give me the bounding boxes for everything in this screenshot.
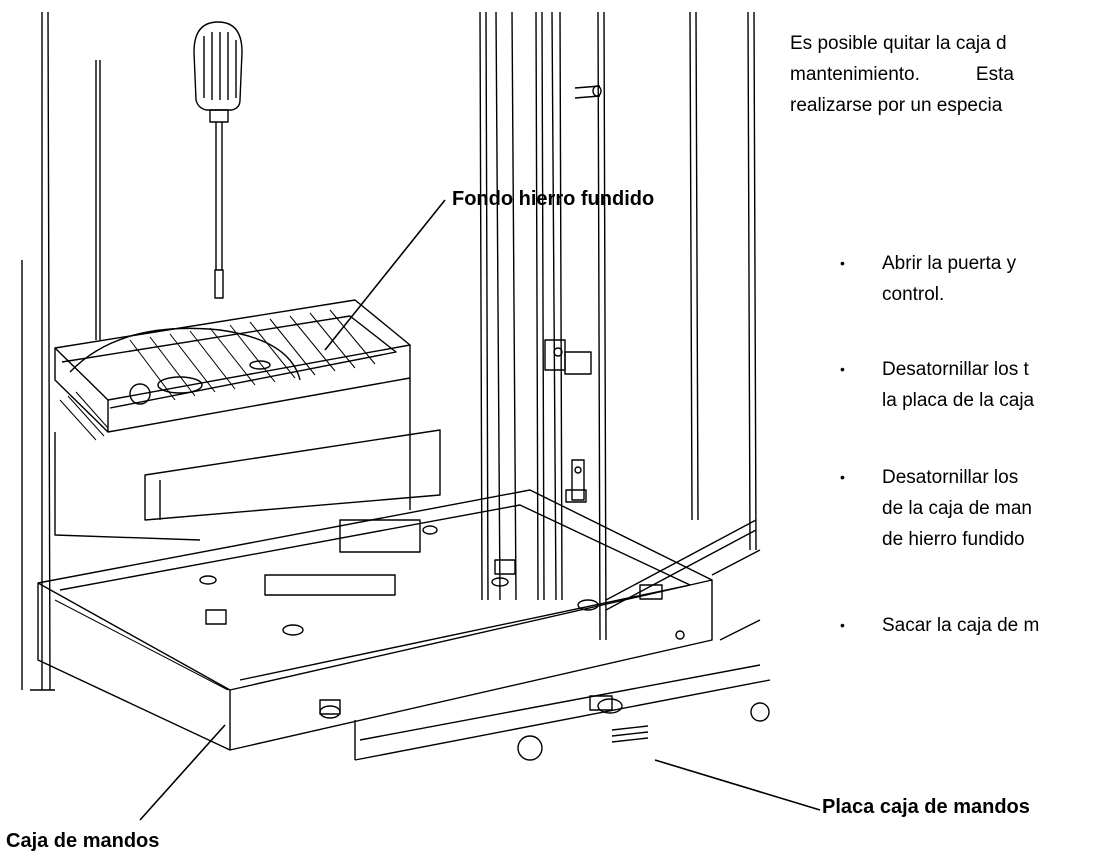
leader-caja (139, 724, 226, 821)
bullet: • (840, 361, 845, 377)
step-line: Desatornillar los t (882, 359, 1029, 380)
leader-fondo (324, 199, 446, 351)
bullet: • (840, 617, 845, 633)
step-line: Sacar la caja de m (882, 615, 1040, 636)
intro-line-2: mantenimiento. Esta (790, 59, 1106, 90)
cast-iron-bottom (54, 299, 411, 441)
step-line: la placa de la caja (882, 390, 1035, 411)
callout-cast-iron-bottom: Fondo hierro fundido (452, 188, 655, 210)
bullet: • (840, 255, 845, 271)
bullet: • (840, 469, 845, 485)
cabinet-right-wall (479, 11, 757, 641)
control-box-plate (354, 664, 771, 761)
control-box (37, 489, 713, 751)
intro-word-1: mantenimiento. (790, 64, 920, 85)
leader-placa (654, 759, 821, 811)
step-line: de hierro fundido (882, 529, 1025, 550)
intro-line-3: realizarse por un especia (790, 95, 1003, 116)
step-line: control. (882, 284, 945, 305)
callout-control-box: Caja de mandos (6, 830, 160, 852)
step-line: Abrir la puerta y (882, 253, 1017, 274)
right-rail (711, 549, 761, 641)
intro-word-2: Esta (975, 64, 1014, 85)
intro-line-1: Es posible quitar la caja d (790, 33, 1007, 54)
instructions-column: Es posible quitar la caja d mantenimient… (790, 28, 1106, 768)
callout-control-box-plate: Placa caja de mandos (822, 796, 1030, 818)
housing (54, 378, 441, 541)
step-line: Desatornillar los (882, 467, 1019, 488)
step-line: de la caja de man (882, 498, 1032, 519)
cabinet-left-wall (21, 11, 101, 691)
screwdriver (193, 21, 243, 299)
